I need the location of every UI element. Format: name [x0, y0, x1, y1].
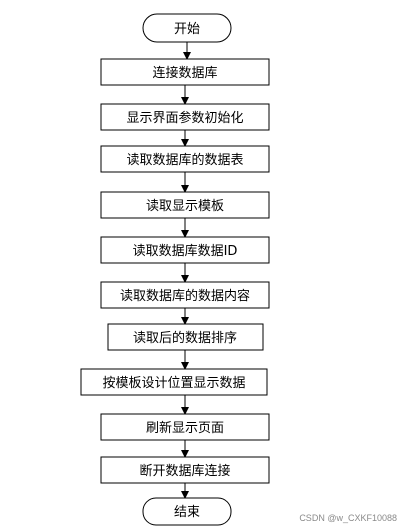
process-step-2: 显示界面参数初始化	[100, 103, 270, 131]
start-terminal: 开始	[142, 13, 232, 43]
step-label: 显示界面参数初始化	[126, 110, 243, 126]
process-step-3: 读取数据库的数据表	[100, 145, 270, 173]
step-label: 读取数据库数据ID	[133, 243, 238, 259]
step-label: 按模板设计位置显示数据	[102, 376, 245, 391]
process-step-1: 连接数据库	[100, 58, 270, 86]
arrows	[181, 42, 191, 499]
process-step-6: 读取数据库的数据内容	[100, 281, 270, 309]
end-label: 结束	[174, 505, 200, 520]
step-label: 读取后的数据排序	[133, 330, 237, 346]
process-step-8: 按模板设计位置显示数据	[80, 368, 268, 396]
process-step-7: 读取后的数据排序	[107, 323, 264, 351]
process-step-9: 刷新显示页面	[100, 413, 270, 441]
csdn-watermark: CSDN @w_CXKF10088	[299, 513, 397, 523]
step-label: 读取数据库的数据内容	[120, 288, 250, 304]
step-label: 连接数据库	[152, 65, 217, 81]
step-label: 读取显示模板	[146, 199, 224, 214]
step-label: 读取数据库的数据表	[126, 152, 243, 168]
process-step-5: 读取数据库数据ID	[100, 236, 270, 264]
end-terminal: 结束	[142, 497, 232, 526]
step-label: 断开数据库连接	[139, 463, 230, 479]
process-step-4: 读取显示模板	[100, 191, 270, 219]
start-label: 开始	[174, 22, 200, 37]
step-label: 刷新显示页面	[146, 420, 224, 436]
process-step-10: 断开数据库连接	[100, 456, 270, 484]
